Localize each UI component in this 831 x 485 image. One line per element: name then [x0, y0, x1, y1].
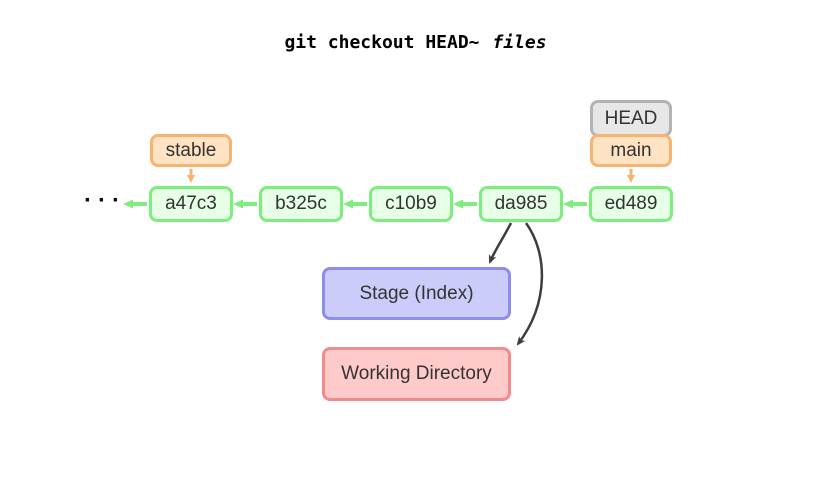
stage-index-box: Stage (Index) — [322, 267, 511, 320]
commit-id: c10b9 — [385, 193, 437, 214]
stage-index-label: Stage (Index) — [359, 282, 474, 304]
commit-node-da985: da985 — [479, 186, 563, 222]
working-directory-label: Working Directory — [341, 363, 492, 384]
arrow-da985-to-working-directory — [516, 222, 544, 346]
history-ellipsis: ··· — [84, 187, 126, 214]
diagram-title: git checkout HEAD~ files — [0, 32, 831, 53]
head-ref-label: HEAD — [604, 107, 658, 129]
stable-branch-box: stable — [150, 134, 232, 167]
main-branch-label: main — [610, 139, 652, 161]
title-argument: files — [492, 32, 547, 53]
arrow-da985-to-stage — [488, 222, 513, 264]
stable-branch-label: stable — [165, 139, 217, 161]
commit-node-ed489: ed489 — [589, 186, 673, 222]
commit-node-b325c: b325c — [259, 186, 343, 222]
commit-node-c10b9: c10b9 — [369, 186, 453, 222]
commit-id: a47c3 — [165, 193, 217, 214]
commit-node-a47c3: a47c3 — [149, 186, 233, 222]
commit-id: ed489 — [604, 193, 658, 214]
commit-id: b325c — [275, 193, 327, 214]
working-directory-box: Working Directory — [322, 347, 511, 401]
commit-id: da985 — [494, 193, 548, 214]
title-command: git checkout HEAD~ — [284, 32, 480, 53]
head-ref-box: HEAD — [590, 100, 672, 137]
main-branch-box: main — [590, 134, 672, 167]
